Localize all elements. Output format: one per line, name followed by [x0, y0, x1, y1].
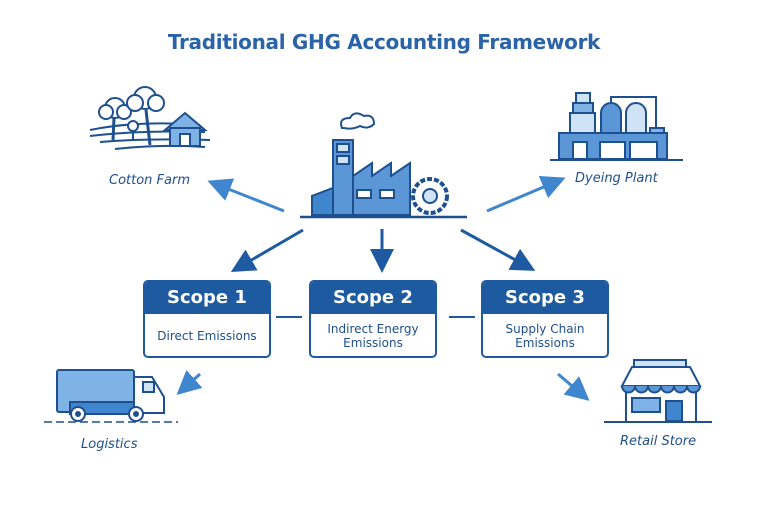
retail-store-icon [604, 359, 712, 423]
cotton-farm-label: Cotton Farm [109, 173, 191, 188]
scope-2-description: Indirect Energy Emissions [327, 322, 419, 350]
scope-2-box: Scope 2 Indirect Energy Emissions [309, 280, 437, 358]
truck-icon [44, 369, 178, 423]
arrow-to-retail-store [557, 372, 590, 401]
logistics-label: Logistics [81, 437, 138, 452]
arrow-to-cotton-farm [207, 178, 285, 213]
scope-3-description: Supply Chain Emissions [505, 322, 585, 350]
arrow-to-scope-1 [230, 228, 304, 273]
dyeing-plant-label: Dyeing Plant [575, 171, 658, 186]
diagram-title: Traditional GHG Accounting Framework [167, 30, 601, 54]
scope-1-description: Direct Emissions [157, 329, 257, 343]
scope-2-title: Scope 2 [311, 282, 435, 314]
scope-1-box: Scope 1 Direct Emissions [143, 280, 271, 358]
arrow-to-scope-3 [460, 228, 536, 271]
retail-store-label: Retail Store [620, 434, 697, 449]
scope-3-title: Scope 3 [483, 282, 607, 314]
scope-1-title: Scope 1 [145, 282, 269, 314]
dyeing-plant-icon [550, 92, 683, 161]
arrow-to-dyeing-plant [486, 175, 566, 213]
factory-icon [300, 112, 467, 219]
cotton-farm-icon [89, 86, 211, 150]
scope-3-box: Scope 3 Supply Chain Emissions [481, 280, 609, 358]
arrow-to-logistics [176, 370, 203, 396]
